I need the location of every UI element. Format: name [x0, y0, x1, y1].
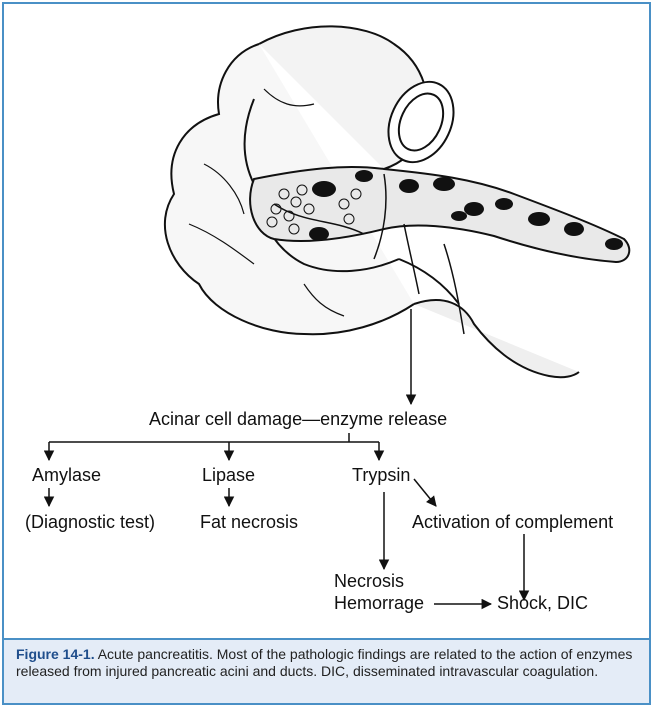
pancreas-illustration: [165, 26, 629, 377]
lipase-label: Lipase: [202, 465, 255, 485]
trypsin-label: Trypsin: [352, 465, 410, 485]
hemorrage-label: Hemorrage: [334, 593, 424, 613]
trypsin-side-label: Activation of complement: [412, 512, 613, 532]
figure-caption: Figure 14-1. Acute pancreatitis. Most of…: [16, 646, 637, 680]
root-label: Acinar cell damage—enzyme release: [149, 409, 447, 429]
lipase-result-label: Fat necrosis: [200, 512, 298, 532]
figure-area: Acinar cell damage—enzyme release Amylas…: [4, 4, 649, 638]
caption-panel: Figure 14-1. Acute pancreatitis. Most of…: [4, 638, 649, 703]
pancreatitis-diagram: Acinar cell damage—enzyme release Amylas…: [4, 4, 649, 638]
amylase-label: Amylase: [32, 465, 101, 485]
final-label: Shock, DIC: [497, 593, 588, 613]
caption-text: Acute pancreatitis. Most of the patholog…: [16, 646, 632, 679]
necrosis-label: Necrosis: [334, 571, 404, 591]
figure-number: Figure 14-1.: [16, 646, 95, 662]
amylase-result-label: (Diagnostic test): [25, 512, 155, 532]
